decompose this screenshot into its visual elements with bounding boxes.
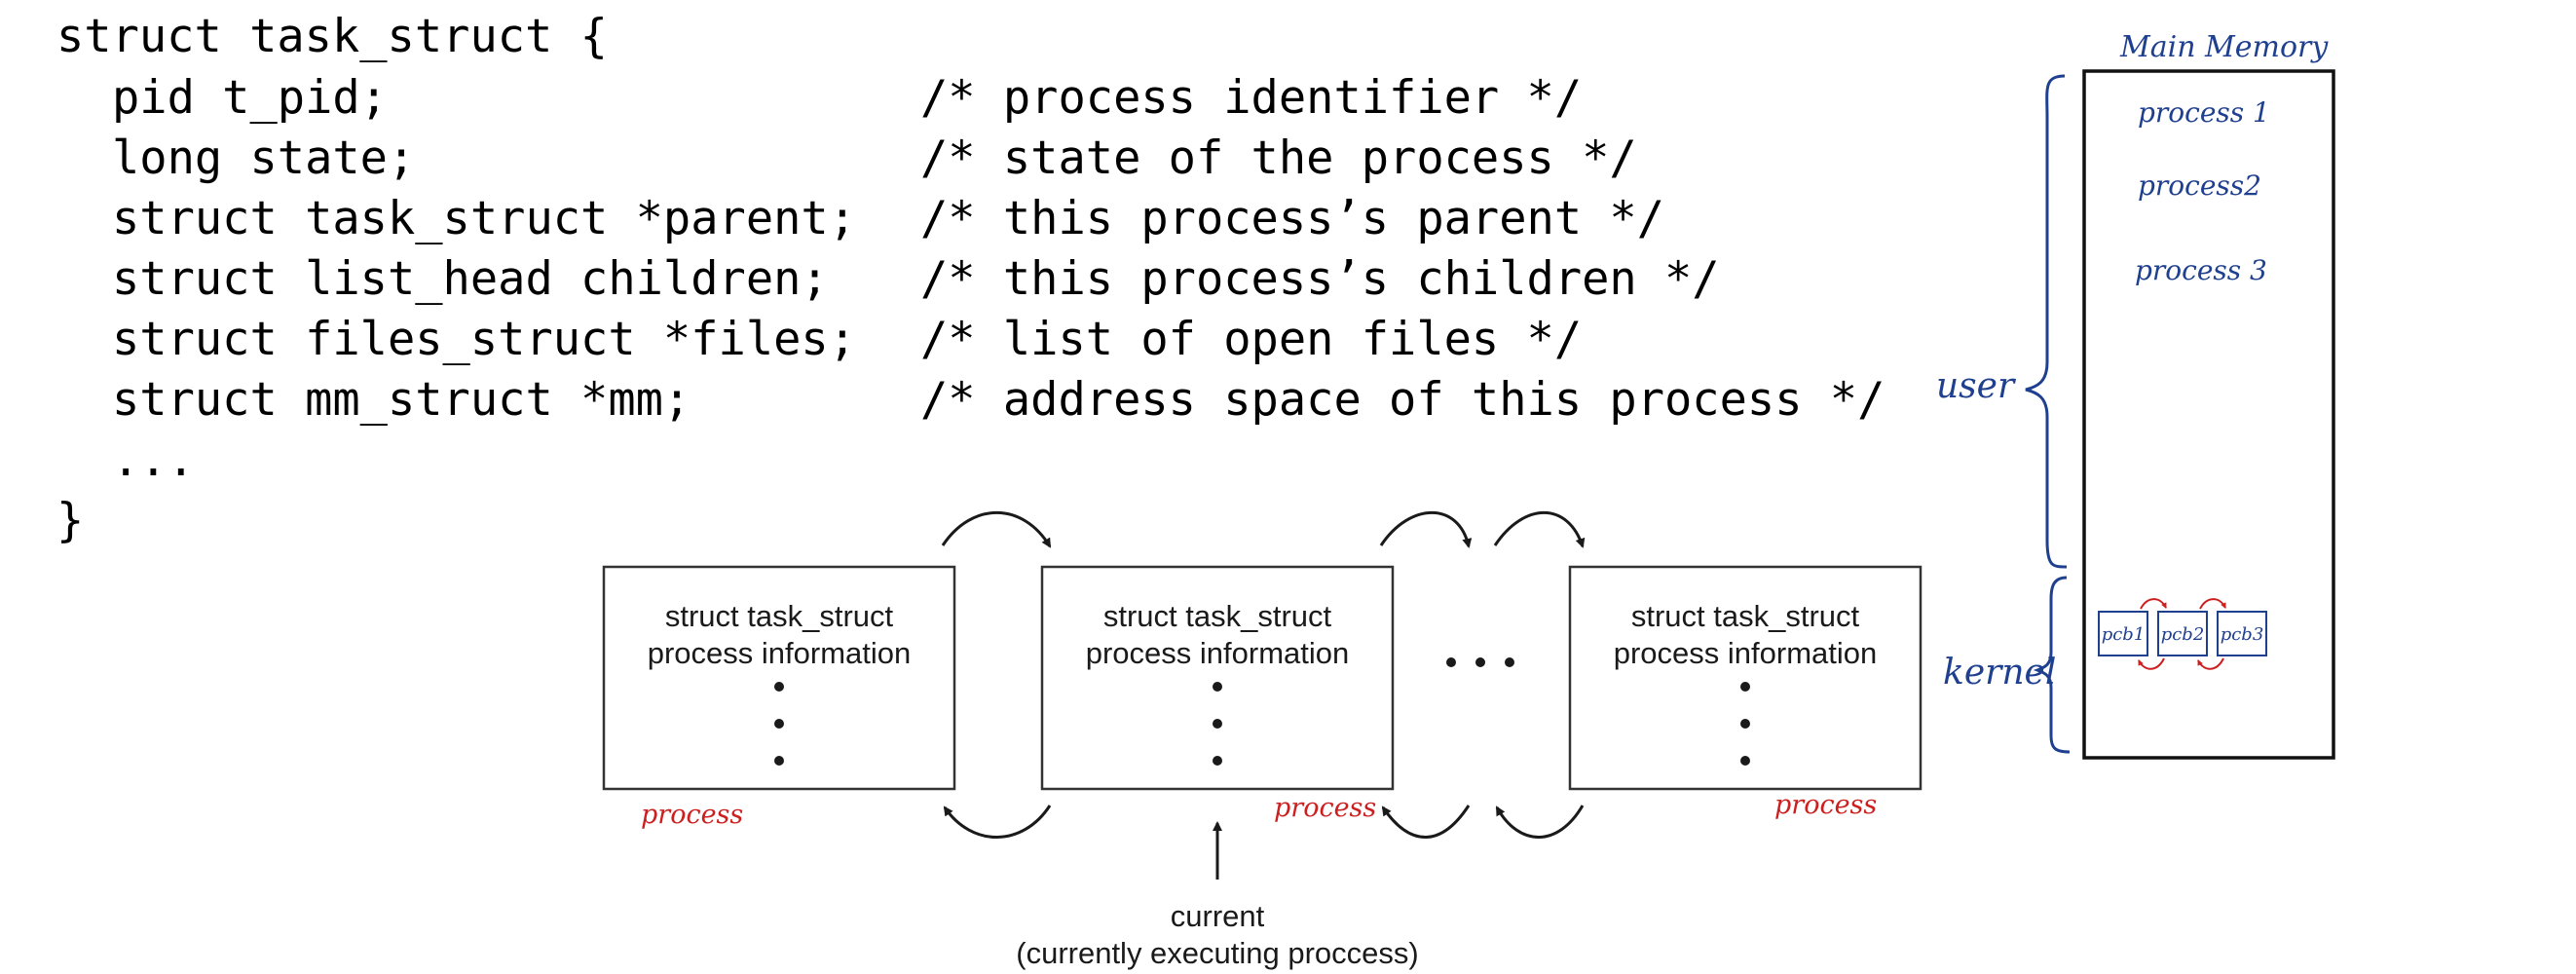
ellipsis-dot xyxy=(1475,657,1485,667)
prev-link-arrow-3 xyxy=(1495,805,1585,839)
code-line-5: struct files_struct *files; xyxy=(112,313,856,366)
task-box-2-subtitle: process information xyxy=(1086,636,1350,670)
code-line-1: pid t_pid; xyxy=(112,71,388,125)
process-annotation-3: process xyxy=(1774,790,1877,820)
task-box-2-title: struct task_struct xyxy=(1103,599,1332,633)
code-comment-6: /* address space of this process */ xyxy=(920,373,1885,427)
code-comment-2: /* state of the process */ xyxy=(920,131,1637,185)
ellipsis-dot xyxy=(1213,682,1222,692)
task-struct-code: struct task_struct { pid t_pid; /* proce… xyxy=(56,10,1885,547)
prev-link-arrow-2 xyxy=(1381,805,1471,839)
code-line-8: } xyxy=(56,494,84,547)
ellipsis-dot xyxy=(1213,719,1222,729)
next-link-arrow-1 xyxy=(941,511,1052,548)
code-line-6: struct mm_struct *mm; xyxy=(112,373,691,427)
pcb-box-3 xyxy=(2217,611,2267,656)
current-label: current xyxy=(1171,899,1265,933)
code-comment-1: /* process identifier */ xyxy=(920,71,1582,125)
pcb-link-arrow xyxy=(2138,657,2165,670)
current-description: (currently executing proccess) xyxy=(1016,936,1419,970)
memory-process-1: process 1 xyxy=(2138,96,2270,129)
task-box-1-title: struct task_struct xyxy=(665,599,894,633)
process-annotation-1: process xyxy=(641,800,743,830)
task-box-1-frame xyxy=(602,565,956,791)
ellipsis-dot xyxy=(774,756,784,766)
ellipsis-dot xyxy=(1740,682,1750,692)
code-comment-4: /* this process’s children */ xyxy=(920,252,1720,306)
process-annotation-2: process xyxy=(1274,793,1376,823)
code-line-2: long state; xyxy=(112,131,415,185)
ellipsis-dot xyxy=(1213,756,1222,766)
pcb-list: pcb1 pcb2 pcb3 xyxy=(2098,598,2267,670)
main-memory-title: Main Memory xyxy=(2119,30,2329,64)
pcb-box-2 xyxy=(2157,611,2208,656)
kernel-region-brace xyxy=(2033,576,2071,754)
code-comment-5: /* list of open files */ xyxy=(920,313,1582,366)
user-region-label: user xyxy=(1936,366,2016,406)
code-line-7: ... xyxy=(112,433,195,487)
pcb-link-arrow xyxy=(2197,657,2224,670)
task-struct-box-2: struct task_struct process information p… xyxy=(1040,565,1395,823)
pcb-label-1: pcb1 xyxy=(2102,624,2146,645)
task-struct-box-3: struct task_struct process information p… xyxy=(1568,565,1923,820)
list-ellipsis xyxy=(1446,657,1514,667)
task-list-diagram: struct task_struct process information p… xyxy=(602,511,1923,970)
task-box-3-frame xyxy=(1568,565,1923,791)
kernel-region-label: kernel xyxy=(1943,653,2056,693)
task-box-3-title: struct task_struct xyxy=(1631,599,1860,633)
pcb-box-1 xyxy=(2098,611,2148,656)
task-box-3-subtitle: process information xyxy=(1614,636,1878,670)
memory-process-3: process 3 xyxy=(2135,254,2267,286)
task-struct-box-1: struct task_struct process information p… xyxy=(602,565,956,830)
code-comment-3: /* this process’s parent */ xyxy=(920,192,1664,245)
code-line-4: struct list_head children; xyxy=(112,252,829,306)
task-box-1-subtitle: process information xyxy=(648,636,912,670)
pcb-label-2: pcb2 xyxy=(2161,624,2205,645)
memory-process-2: process2 xyxy=(2138,169,2261,202)
pcb-link-arrow xyxy=(2199,598,2226,610)
next-link-arrow-3 xyxy=(1493,511,1586,548)
task-box-2-frame xyxy=(1040,565,1395,791)
code-line-0: struct task_struct { xyxy=(56,10,608,63)
pcb-label-3: pcb3 xyxy=(2221,624,2264,645)
user-region-brace xyxy=(2025,74,2068,569)
prev-link-arrow-1 xyxy=(943,805,1052,839)
ellipsis-dot xyxy=(774,682,784,692)
main-memory-diagram: Main Memory process 1 process2 process 3… xyxy=(1936,30,2335,760)
ellipsis-dot xyxy=(1740,756,1750,766)
code-line-3: struct task_struct *parent; xyxy=(112,192,856,245)
ellipsis-dot xyxy=(774,719,784,729)
ellipsis-dot xyxy=(1505,657,1514,667)
pcb-link-arrow xyxy=(2140,598,2167,610)
ellipsis-dot xyxy=(1740,719,1750,729)
ellipsis-dot xyxy=(1446,657,1456,667)
next-link-arrow-2 xyxy=(1379,511,1473,548)
